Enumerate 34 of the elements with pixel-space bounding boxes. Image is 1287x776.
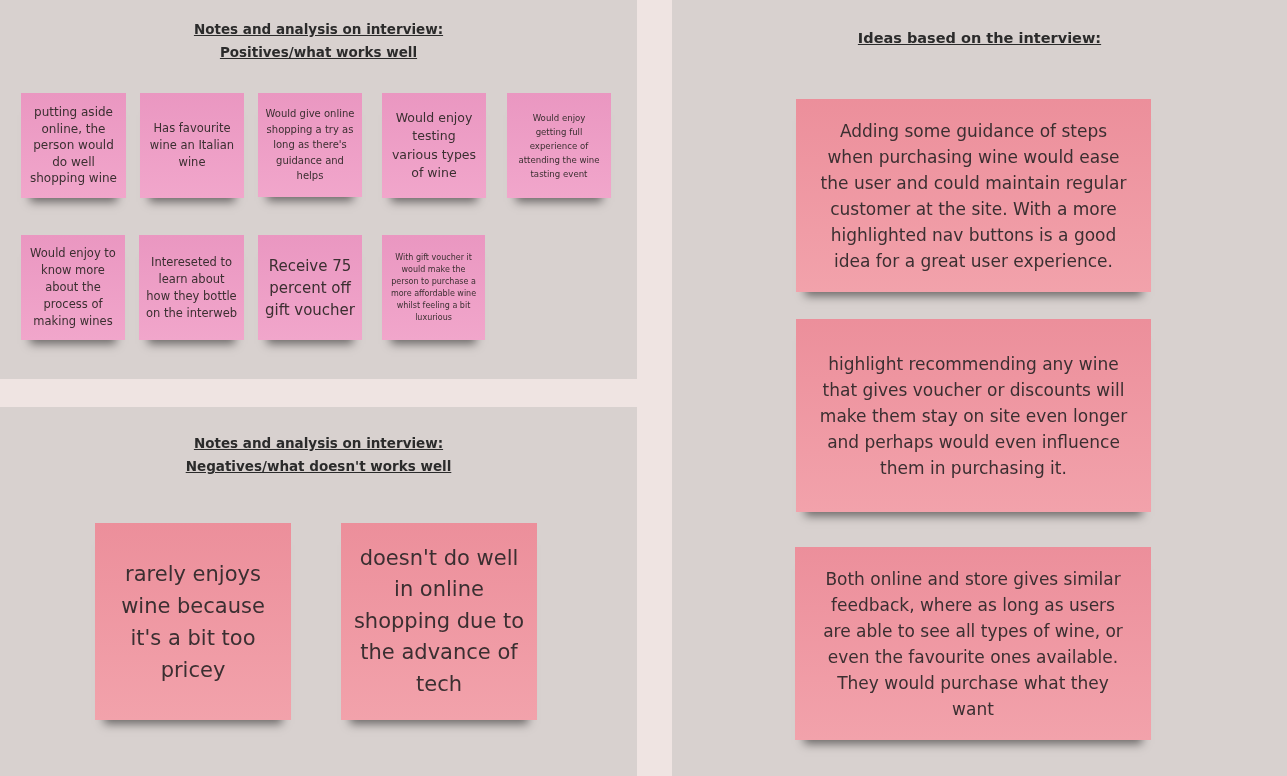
- sticky-note: [21, 93, 126, 198]
- note-text: Would enjoy testing various types of wine: [390, 108, 478, 182]
- note-text: rarely enjoys wine because it's a bit too pricey: [120, 560, 266, 684]
- sticky-note: [382, 235, 485, 340]
- note-text: Would give online shopping a try as long as there's guidance and helps: [264, 107, 356, 184]
- sticky-note: [95, 523, 291, 720]
- sticky-note: [140, 93, 244, 198]
- sticky-note: [341, 523, 537, 720]
- note-text: Has favourite wine an Italian wine: [148, 120, 236, 171]
- note-text: doesn't do well in online shopping due to the advance of tech: [352, 544, 526, 698]
- sticky-note: [795, 547, 1151, 740]
- note-text: Both online and store gives similar feedback, where as long as users are able to see all types of wine, or even the favourite ones available. They would purchase what they want: [822, 567, 1124, 721]
- note-text: highlight recommending any wine that gives voucher or discounts will make them stay on site even longer and perhaps would even influence them in purchasing it.: [818, 352, 1129, 480]
- sticky-note: [21, 235, 125, 340]
- note-text: Would enjoy to know more about the process of making wines: [29, 245, 117, 330]
- note-text: Adding some guidance of steps when purchasing wine would ease the user and could maintain regular customer at the site. With a more highlighted nav buttons is a good idea for a great user experience.: [819, 119, 1128, 273]
- sticky-note: [258, 235, 362, 340]
- board-panel: [672, 0, 1287, 776]
- sticky-note: [382, 93, 486, 198]
- sticky-note: [796, 319, 1151, 512]
- section-heading: Ideas based on the interview:: [857, 29, 1102, 48]
- board-panel: [0, 407, 637, 776]
- sticky-note: [258, 93, 362, 197]
- sticky-note: [507, 93, 611, 198]
- note-text: Receive 75 percent off gift voucher: [263, 255, 357, 321]
- note-text: Intereseted to learn about how they bottle on the interweb: [145, 253, 238, 322]
- sticky-note: [796, 99, 1151, 292]
- board-panel: [0, 0, 637, 379]
- note-text: Would enjoy getting full experience of attending the wine tasting event: [517, 111, 601, 181]
- section-heading: Notes and analysis on interview: Positives/what works well: [192, 20, 445, 62]
- note-text: With gift voucher it would make the person to purchase a more affordable wine whilst feeling a bit luxurious: [389, 251, 478, 324]
- sticky-note: [139, 235, 244, 340]
- section-heading: Notes and analysis on interview: Negatives/what doesn't works well: [184, 434, 453, 476]
- note-text: putting aside online, the person would do well shopping wine: [29, 104, 118, 187]
